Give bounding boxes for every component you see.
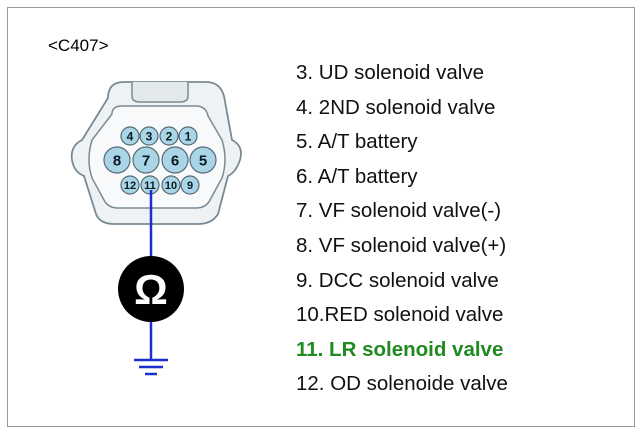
connector-latch	[131, 82, 189, 103]
pin-list-item: 11. LR solenoid valve	[296, 337, 504, 361]
connector-pin	[120, 126, 140, 146]
connector-pin	[159, 126, 179, 146]
pin-list-item: 5. A/T battery	[296, 130, 418, 154]
pin-list-item: 8. VF solenoid valve(+)	[296, 233, 507, 257]
pin-list-item: 10.RED solenoid valve	[296, 303, 504, 327]
connector-pin-number: 6	[171, 152, 179, 169]
connector-pin-number: 1	[185, 129, 192, 143]
connector-pin-number: 10	[165, 180, 177, 192]
connector-pin-number: 3	[146, 129, 153, 143]
pin-list-item: 12. OD solenoide valve	[296, 372, 508, 396]
connector-pin	[178, 126, 198, 146]
connector-pin-number: 4	[127, 129, 134, 143]
connector-pin	[180, 175, 200, 195]
connector-pin-number: 2	[166, 129, 173, 143]
ground-icon	[134, 358, 168, 376]
connector-pin-number: 8	[113, 152, 121, 169]
connector-pin-number: 12	[124, 180, 136, 192]
connector-label: <C407>	[48, 36, 109, 55]
connector-pin	[120, 175, 140, 195]
pin-list-item: 9. DCC solenoid valve	[296, 268, 499, 292]
pin-list-item: 7. VF solenoid valve(-)	[296, 199, 502, 223]
connector-pin	[189, 146, 217, 174]
ohmmeter-icon	[118, 256, 184, 322]
connector-pin-number: 11	[144, 180, 156, 192]
pin-list-item: 4. 2ND solenoid valve	[296, 95, 496, 119]
connector-pin	[161, 175, 181, 195]
ohm-symbol: Ω	[134, 266, 168, 313]
connector-pin-number: 5	[199, 152, 207, 169]
pin-list-item: 6. A/T battery	[296, 164, 418, 188]
connector-pin-number: 9	[187, 180, 193, 192]
connector-pin	[139, 126, 159, 146]
connector-pin	[161, 146, 189, 174]
connector-pin	[103, 146, 131, 174]
connector-pin	[132, 146, 160, 174]
pin-description-list: 3. UD solenoid valve 4. 2ND solenoid valv…	[296, 56, 508, 402]
connector-pin-number: 7	[142, 152, 150, 169]
pin-list-item: 3. UD solenoid valve	[296, 61, 485, 84]
